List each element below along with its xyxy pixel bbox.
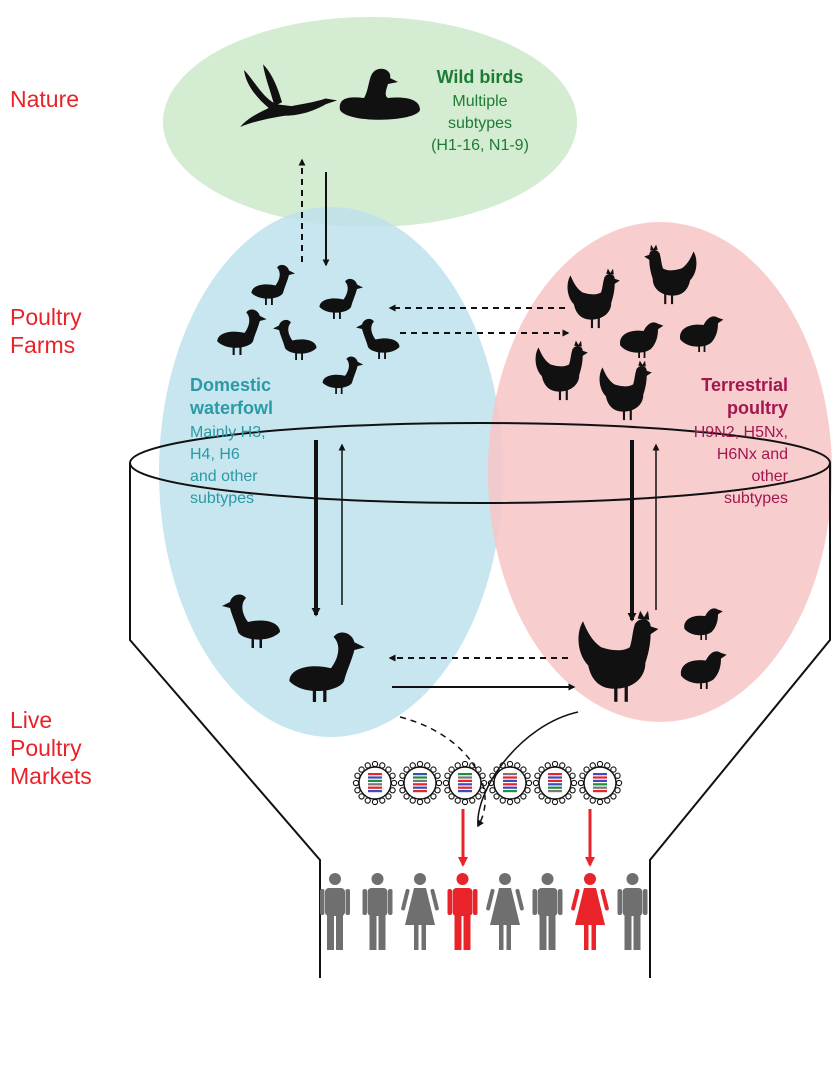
- duck-icon: [251, 264, 295, 305]
- person-icon: [617, 873, 648, 950]
- domestic-waterfowl-label: Domestic waterfowl Mainly H3, H4, H6 and…: [189, 375, 273, 507]
- duck-icon: [222, 594, 280, 648]
- svg-text:Multiple: Multiple: [452, 93, 507, 110]
- infected-person-icon: [571, 873, 609, 950]
- virus-particle-icon: [577, 760, 623, 806]
- level-nature: Nature: [10, 86, 79, 112]
- virus-particle-icon: [487, 760, 533, 806]
- rooster-icon: [599, 360, 652, 421]
- quail-icon: [620, 322, 664, 358]
- svg-text:H4, H6: H4, H6: [190, 446, 240, 463]
- person-icon: [532, 873, 563, 950]
- quail-icon: [680, 651, 727, 689]
- svg-text:other: other: [752, 468, 789, 485]
- transmission-arrows: [298, 158, 660, 828]
- people-row: [320, 873, 648, 950]
- terrestrial-poultry-ellipse: [488, 222, 832, 722]
- infected-person-icon: [447, 873, 478, 950]
- duck-icon: [273, 319, 317, 360]
- svg-text:poultry: poultry: [727, 398, 788, 418]
- quail-icon: [680, 316, 724, 352]
- bird-silhouettes: [217, 64, 727, 702]
- level-poultry-farms: Poultry Farms: [10, 304, 88, 358]
- virus-particle-icon: [532, 760, 578, 806]
- svg-text:H6Nx and: H6Nx and: [717, 446, 788, 463]
- duck-icon: [217, 309, 267, 355]
- terrestrial-poultry-label: Terrestrial poultry H9N2, H5Nx, H6Nx and…: [694, 375, 789, 507]
- person-icon: [320, 873, 350, 950]
- swimming-duck-icon: [339, 68, 420, 120]
- level-labels: Nature Poultry Farms Live Poultry Market…: [10, 86, 92, 789]
- rooster-icon: [644, 244, 697, 305]
- person-icon: [401, 873, 439, 950]
- crane-icon: [240, 64, 338, 127]
- svg-text:Mainly H3,: Mainly H3,: [190, 424, 266, 441]
- svg-text:subtypes: subtypes: [190, 490, 254, 507]
- wild-birds-label: Wild birds Multiple subtypes (H1-16, N1-…: [431, 67, 529, 154]
- svg-text:waterfowl: waterfowl: [189, 398, 273, 418]
- svg-text:subtypes: subtypes: [448, 115, 512, 132]
- level-live-poultry-markets: Live Poultry Markets: [10, 707, 92, 789]
- virus-particle-icon: [397, 760, 443, 806]
- virus-particle-icon: [442, 760, 488, 806]
- duck-icon: [319, 278, 363, 319]
- duck-icon: [322, 356, 364, 394]
- svg-text:and other: and other: [190, 468, 258, 485]
- arrow-waterfowl-to-viruses: [399, 716, 486, 828]
- rooster-icon: [535, 340, 588, 401]
- svg-text:H9N2, H5Nx,: H9N2, H5Nx,: [694, 424, 788, 441]
- quail-icon: [684, 608, 723, 640]
- wild-birds-title: Wild birds: [437, 67, 524, 87]
- rooster-icon: [578, 610, 659, 702]
- svg-text:subtypes: subtypes: [724, 490, 788, 507]
- duck-icon: [289, 632, 365, 702]
- rooster-icon: [567, 268, 620, 329]
- svg-text:Terrestrial: Terrestrial: [701, 375, 788, 395]
- duck-icon: [356, 318, 400, 359]
- person-icon: [486, 873, 524, 950]
- virus-particles: [352, 760, 623, 806]
- virus-particle-icon: [352, 760, 398, 806]
- wild-birds-ellipse: [163, 17, 577, 227]
- arrow-terrestrial-to-viruses: [477, 711, 579, 827]
- svg-text:Domestic: Domestic: [190, 375, 271, 395]
- market-funnel: [129, 422, 831, 978]
- svg-text:(H1-16, N1-9): (H1-16, N1-9): [431, 137, 529, 154]
- person-icon: [362, 873, 393, 950]
